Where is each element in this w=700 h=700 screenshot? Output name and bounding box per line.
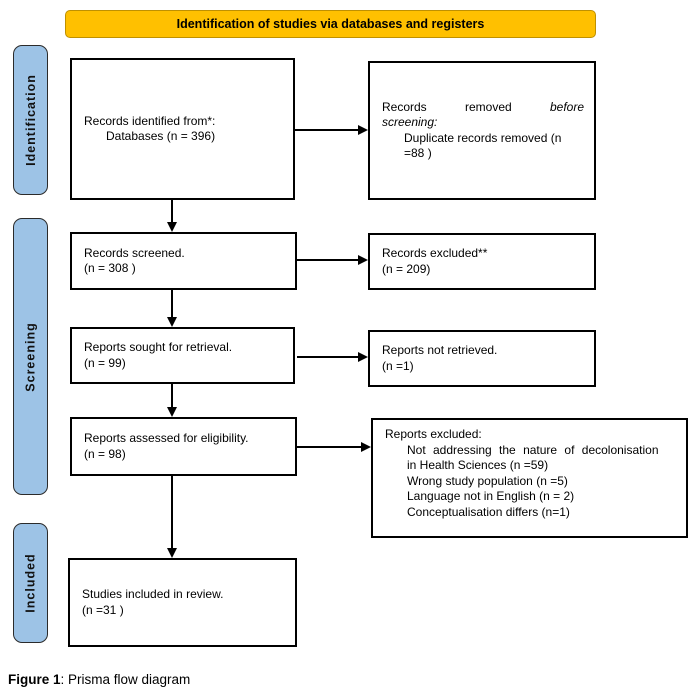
reason-not-addressing: Not addressing the nature of decolonisat… — [407, 442, 659, 457]
reason-wrong-population: Wrong study population (n =5) — [407, 473, 568, 488]
figure-caption: Figure 1: Prisma flow diagram — [8, 672, 190, 687]
reason-conceptualisation: Conceptualisation differs (n=1) — [407, 504, 570, 519]
arrow-identified-to-screened-head-icon — [167, 222, 177, 232]
reports-assessed-line1: Reports assessed for eligibility. — [84, 431, 249, 445]
studies-included-count: (n =31 ) — [82, 602, 124, 617]
records-excluded-line1: Records excluded** — [382, 246, 488, 260]
reports-sought-line1: Reports sought for retrieval. — [84, 340, 233, 354]
banner-identification-of-studies: Identification of studies via databases … — [65, 10, 596, 38]
banner-label: Identification of studies via databases … — [176, 17, 485, 31]
box-reports-assessed: Reports assessed for eligibility. (n = 9… — [70, 417, 297, 476]
reason-not-addressing-cont: in Health Sciences (n =59) — [407, 458, 549, 472]
arrow-assessed-to-reasons-head-icon — [361, 442, 371, 452]
stage-included: Included — [13, 523, 48, 643]
arrow-screened-to-sought-line — [171, 290, 173, 318]
reports-excluded-title: Reports excluded: — [385, 427, 482, 441]
arrow-assessed-to-reasons-line — [297, 446, 361, 448]
reports-sought-count: (n = 99) — [84, 355, 126, 370]
arrow-assessed-to-included-line — [171, 476, 173, 549]
box-reports-sought: Reports sought for retrieval. (n = 99) — [70, 327, 295, 384]
figure-caption-text: : Prisma flow diagram — [60, 672, 191, 687]
reason-language: Language not in English (n = 2) — [407, 489, 575, 503]
box-reports-excluded-reasons: Reports excluded: Not addressing the nat… — [371, 418, 688, 538]
figure-caption-number: Figure 1 — [8, 672, 61, 687]
box-studies-included: Studies included in review. (n =31 ) — [68, 558, 297, 647]
reports-excluded-reason-list: Not addressing the nature of decolonisat… — [407, 443, 678, 521]
arrow-sought-to-not-retrieved-head-icon — [358, 352, 368, 362]
arrow-sought-to-assessed-line — [171, 384, 173, 408]
records-screened-line1: Records screened. — [84, 245, 185, 260]
arrow-sought-to-assessed-head-icon — [167, 407, 177, 417]
stage-included-label: Included — [23, 553, 38, 613]
records-identified-line1: Records identified from*: — [84, 113, 216, 128]
box-records-screened: Records screened. (n = 308 ) — [70, 232, 297, 290]
duplicate-records-line2: =88 ) — [404, 146, 432, 160]
records-screened-count: (n = 308 ) — [84, 261, 136, 275]
duplicate-records-line1: Duplicate records removed (n — [404, 130, 562, 145]
records-excluded-count: (n = 209) — [382, 261, 431, 276]
records-removed-detail: Duplicate records removed (n =88 ) — [404, 131, 586, 162]
records-removed-word3: before — [549, 99, 584, 114]
stage-identification: Identification — [13, 45, 48, 195]
reports-assessed-count: (n = 98) — [84, 446, 126, 461]
stage-identification-label: Identification — [23, 74, 38, 166]
box-records-identified: Records identified from*: Databases (n =… — [70, 58, 295, 200]
stage-screening: Screening — [13, 218, 48, 495]
arrow-screened-to-excluded-line — [297, 259, 358, 261]
box-records-removed: Records removed before screening: Duplic… — [368, 61, 596, 200]
arrow-screened-to-excluded-head-icon — [358, 255, 368, 265]
arrow-assessed-to-included-head-icon — [167, 548, 177, 558]
box-reports-not-retrieved: Reports not retrieved. (n =1) — [368, 330, 596, 387]
records-removed-word1: Records — [382, 99, 427, 114]
reports-not-retrieved-line1: Reports not retrieved. — [382, 343, 498, 357]
arrow-sought-to-not-retrieved-line — [297, 356, 358, 358]
box-records-excluded: Records excluded** (n = 209) — [368, 233, 596, 290]
records-removed-line1: Records removed before — [382, 100, 586, 116]
records-identified-line2: Databases (n = 396) — [106, 129, 216, 143]
records-removed-line2: screening: — [382, 115, 438, 129]
arrow-identified-to-removed-line — [295, 129, 358, 131]
stage-screening-label: Screening — [23, 321, 38, 392]
records-removed-word2: removed — [464, 99, 512, 114]
arrow-identified-to-removed-head-icon — [358, 125, 368, 135]
studies-included-line1: Studies included in review. — [82, 587, 224, 601]
reports-not-retrieved-count: (n =1) — [382, 358, 414, 373]
arrow-identified-to-screened-line — [171, 200, 173, 223]
arrow-screened-to-sought-head-icon — [167, 317, 177, 327]
